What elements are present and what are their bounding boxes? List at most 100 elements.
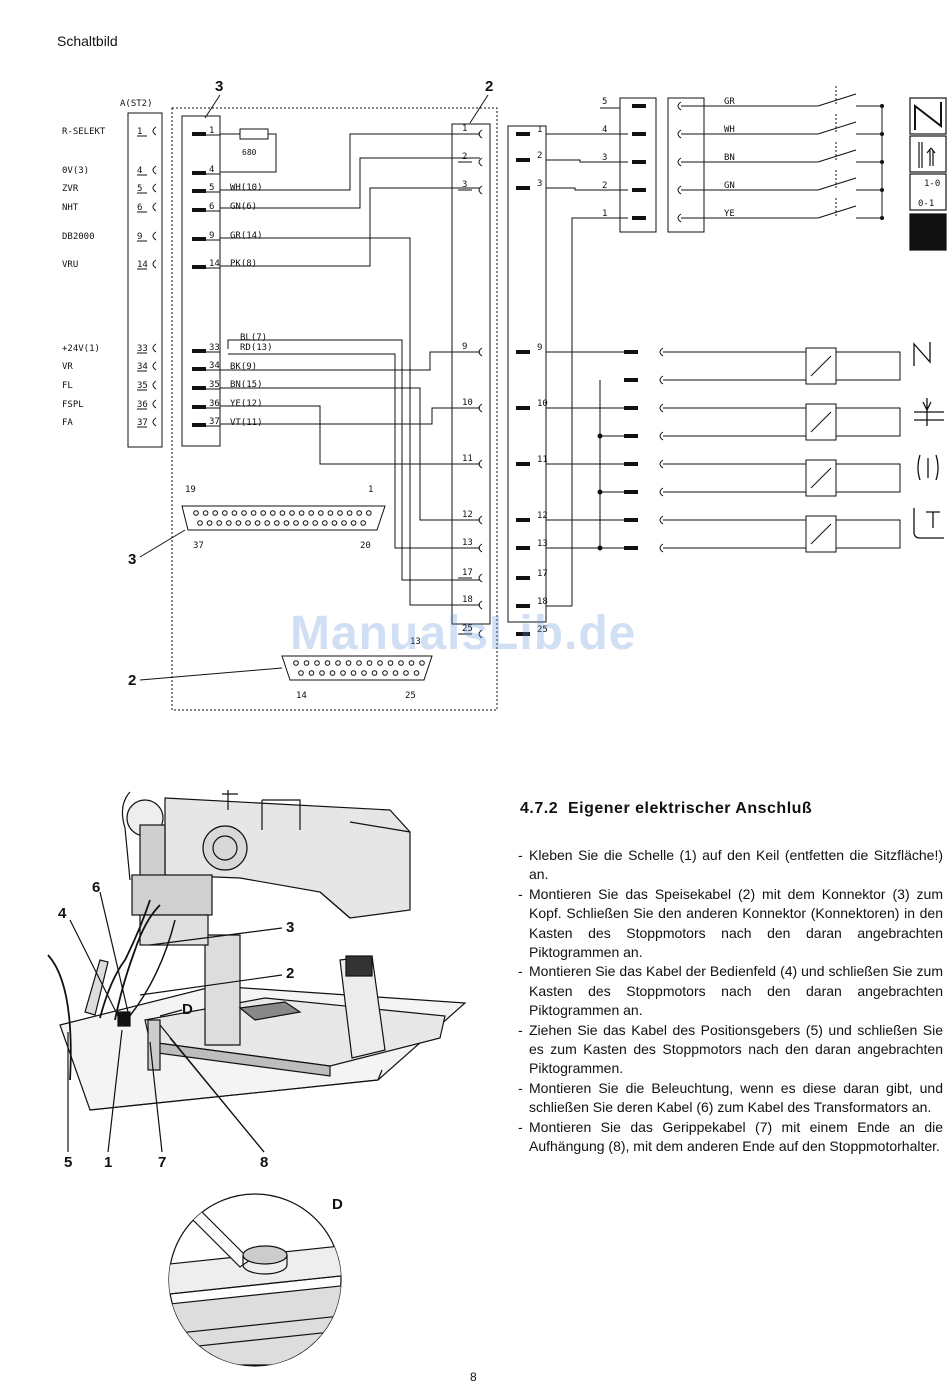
- page-number: 8: [470, 1370, 477, 1384]
- wire-label: RD(13): [240, 343, 273, 353]
- connector-2-pin: 13: [462, 538, 473, 548]
- connector-a-pin: 37: [137, 418, 148, 428]
- connector-a-label: R-SELEKT: [62, 127, 106, 137]
- machine-illustration: 6 4 3 2 D 5 1 7 8: [47, 790, 467, 1171]
- connector-a-pin: 1: [137, 127, 142, 137]
- connector-2-pin: 1: [462, 124, 467, 134]
- callout-2-top: 2: [485, 78, 493, 95]
- switch-color-label: YE: [724, 209, 735, 219]
- connector-3-pin: 4: [209, 165, 214, 175]
- illus-callout-2: 2: [286, 965, 294, 982]
- wire-label: GN(6): [230, 202, 257, 212]
- wire-label: YE(12): [230, 399, 263, 409]
- connector-3-pin: 5: [209, 183, 214, 193]
- section-number: 4.7.2: [520, 800, 559, 817]
- connector-a-label: NHT: [62, 203, 79, 213]
- callout-3-bottom: 3: [128, 551, 136, 568]
- subd37-bottom-right: 20: [360, 541, 371, 551]
- connector-a-pin: 14: [137, 260, 148, 270]
- right-connector-pin: 1: [537, 125, 542, 135]
- wire-label: VT(11): [230, 418, 263, 428]
- connector-a-label: FSPL: [62, 400, 84, 410]
- illus-callout-6: 6: [92, 879, 100, 896]
- connector-2-pin: 25: [462, 624, 473, 634]
- switch-block-pin: 5: [602, 97, 607, 107]
- instruction-step: -Ziehen Sie das Kabel des Positionsgeber…: [518, 1021, 943, 1077]
- connector-3-pin: 9: [209, 231, 214, 241]
- illus-callout-8: 8: [260, 1154, 268, 1171]
- step-text: Montieren Sie das Kabel der Bedienfeld (…: [529, 963, 943, 1019]
- detail-d-illustration: D: [168, 1193, 343, 1367]
- right-connector-pin: 25: [537, 625, 548, 635]
- connector-2-pin: 10: [462, 398, 473, 408]
- switch-block-pin: 1: [602, 209, 607, 219]
- connector-2-pin: 9: [462, 342, 467, 352]
- connector-a-label: 0V(3): [62, 166, 89, 176]
- page-header: Schaltbild: [57, 33, 118, 49]
- subd37-top-left: 19: [185, 485, 196, 495]
- connector-a-label: FA: [62, 418, 73, 428]
- illus-callout-5: 5: [64, 1154, 72, 1171]
- step-text: Montieren Sie die Beleuchtung, wenn es d…: [529, 1079, 943, 1116]
- connector-3-pin: 36: [209, 399, 220, 409]
- connector-3-pin: 6: [209, 202, 214, 212]
- connector-3-pin: 14: [209, 259, 220, 269]
- illus-callout-1: 1: [104, 1154, 112, 1171]
- wire-label: BK(9): [230, 362, 257, 372]
- callout-3-top: 3: [215, 78, 223, 95]
- right-connector-pin: 9: [537, 343, 542, 353]
- connector-a-pin: 34: [137, 362, 148, 372]
- switch-color-label: GN: [724, 181, 735, 191]
- connector-2-pin: 18: [462, 595, 473, 605]
- callout-2-bottom: 2: [128, 672, 136, 689]
- right-connector-pin: 17: [537, 569, 548, 579]
- subd37-top-right: 1: [368, 485, 373, 495]
- connector-3-pin: 33: [209, 343, 220, 353]
- wire-label: GR(14): [230, 231, 263, 241]
- connector-a-title: A(ST2): [120, 99, 153, 109]
- connector-a-pin: 36: [137, 400, 148, 410]
- connector-a-pin: 5: [137, 184, 142, 194]
- wire-label: PK(8): [230, 259, 257, 269]
- connector-a-label: ZVR: [62, 184, 79, 194]
- watermark: ManualsLib.de: [290, 607, 637, 660]
- connector-a-label: +24V(1): [62, 344, 100, 354]
- illus-callout-3: 3: [286, 919, 294, 936]
- right-connector-pin: 18: [537, 597, 548, 607]
- step-text: Montieren Sie das Gerippekabel (7) mit e…: [529, 1118, 943, 1155]
- illus-callout-d: D: [182, 1001, 193, 1018]
- switch-color-label: GR: [724, 97, 735, 107]
- instruction-step: -Kleben Sie die Schelle (1) auf den Keil…: [518, 847, 943, 883]
- resistor-value: 680: [242, 148, 257, 157]
- instruction-list: -Kleben Sie die Schelle (1) auf den Keil…: [518, 846, 943, 1157]
- wire-label: WH(10): [230, 183, 263, 193]
- subd25-bottom-left: 14: [296, 691, 307, 701]
- connector-a-pin: 4: [137, 166, 142, 176]
- step-text: Montieren Sie das Speisekabel (2) mit de…: [529, 885, 943, 961]
- connector-a-label: VRU: [62, 260, 78, 270]
- connector-a-pin: 6: [137, 203, 142, 213]
- connector-a-label: DB2000: [62, 232, 95, 242]
- wire-label: BN(15): [230, 380, 263, 390]
- connector-3-pin: 35: [209, 380, 220, 390]
- right-connector-pin: 13: [537, 539, 548, 549]
- instruction-step: -Montieren Sie das Kabel der Bedienfeld …: [518, 963, 943, 1019]
- section-title: Eigener elektrischer Anschluß: [567, 800, 813, 817]
- connector-a-pin: 9: [137, 232, 142, 242]
- right-connector-pin: 10: [537, 399, 548, 409]
- illus-callout-4: 4: [58, 905, 67, 922]
- connector-3-pin: 1: [209, 126, 214, 136]
- right-connector-pin: 3: [537, 179, 542, 189]
- section-heading: 4.7.2 Eigener elektrischer Anschluß: [520, 800, 812, 818]
- connector-a-label: VR: [62, 362, 73, 372]
- switch-block-pin: 2: [602, 181, 607, 191]
- instruction-step: -Montieren Sie die Beleuchtung, wenn es …: [518, 1079, 943, 1116]
- symbol-text-1-0: 1-0: [924, 179, 940, 189]
- instruction-step: -Montieren Sie das Speisekabel (2) mit d…: [518, 885, 943, 961]
- right-connector-pin: 11: [537, 455, 548, 465]
- subd25-bottom-right: 25: [405, 691, 416, 701]
- connector-a-label: FL: [62, 381, 73, 391]
- instruction-step: -Montieren Sie das Gerippekabel (7) mit …: [518, 1118, 943, 1155]
- detail-label-d: D: [332, 1196, 343, 1213]
